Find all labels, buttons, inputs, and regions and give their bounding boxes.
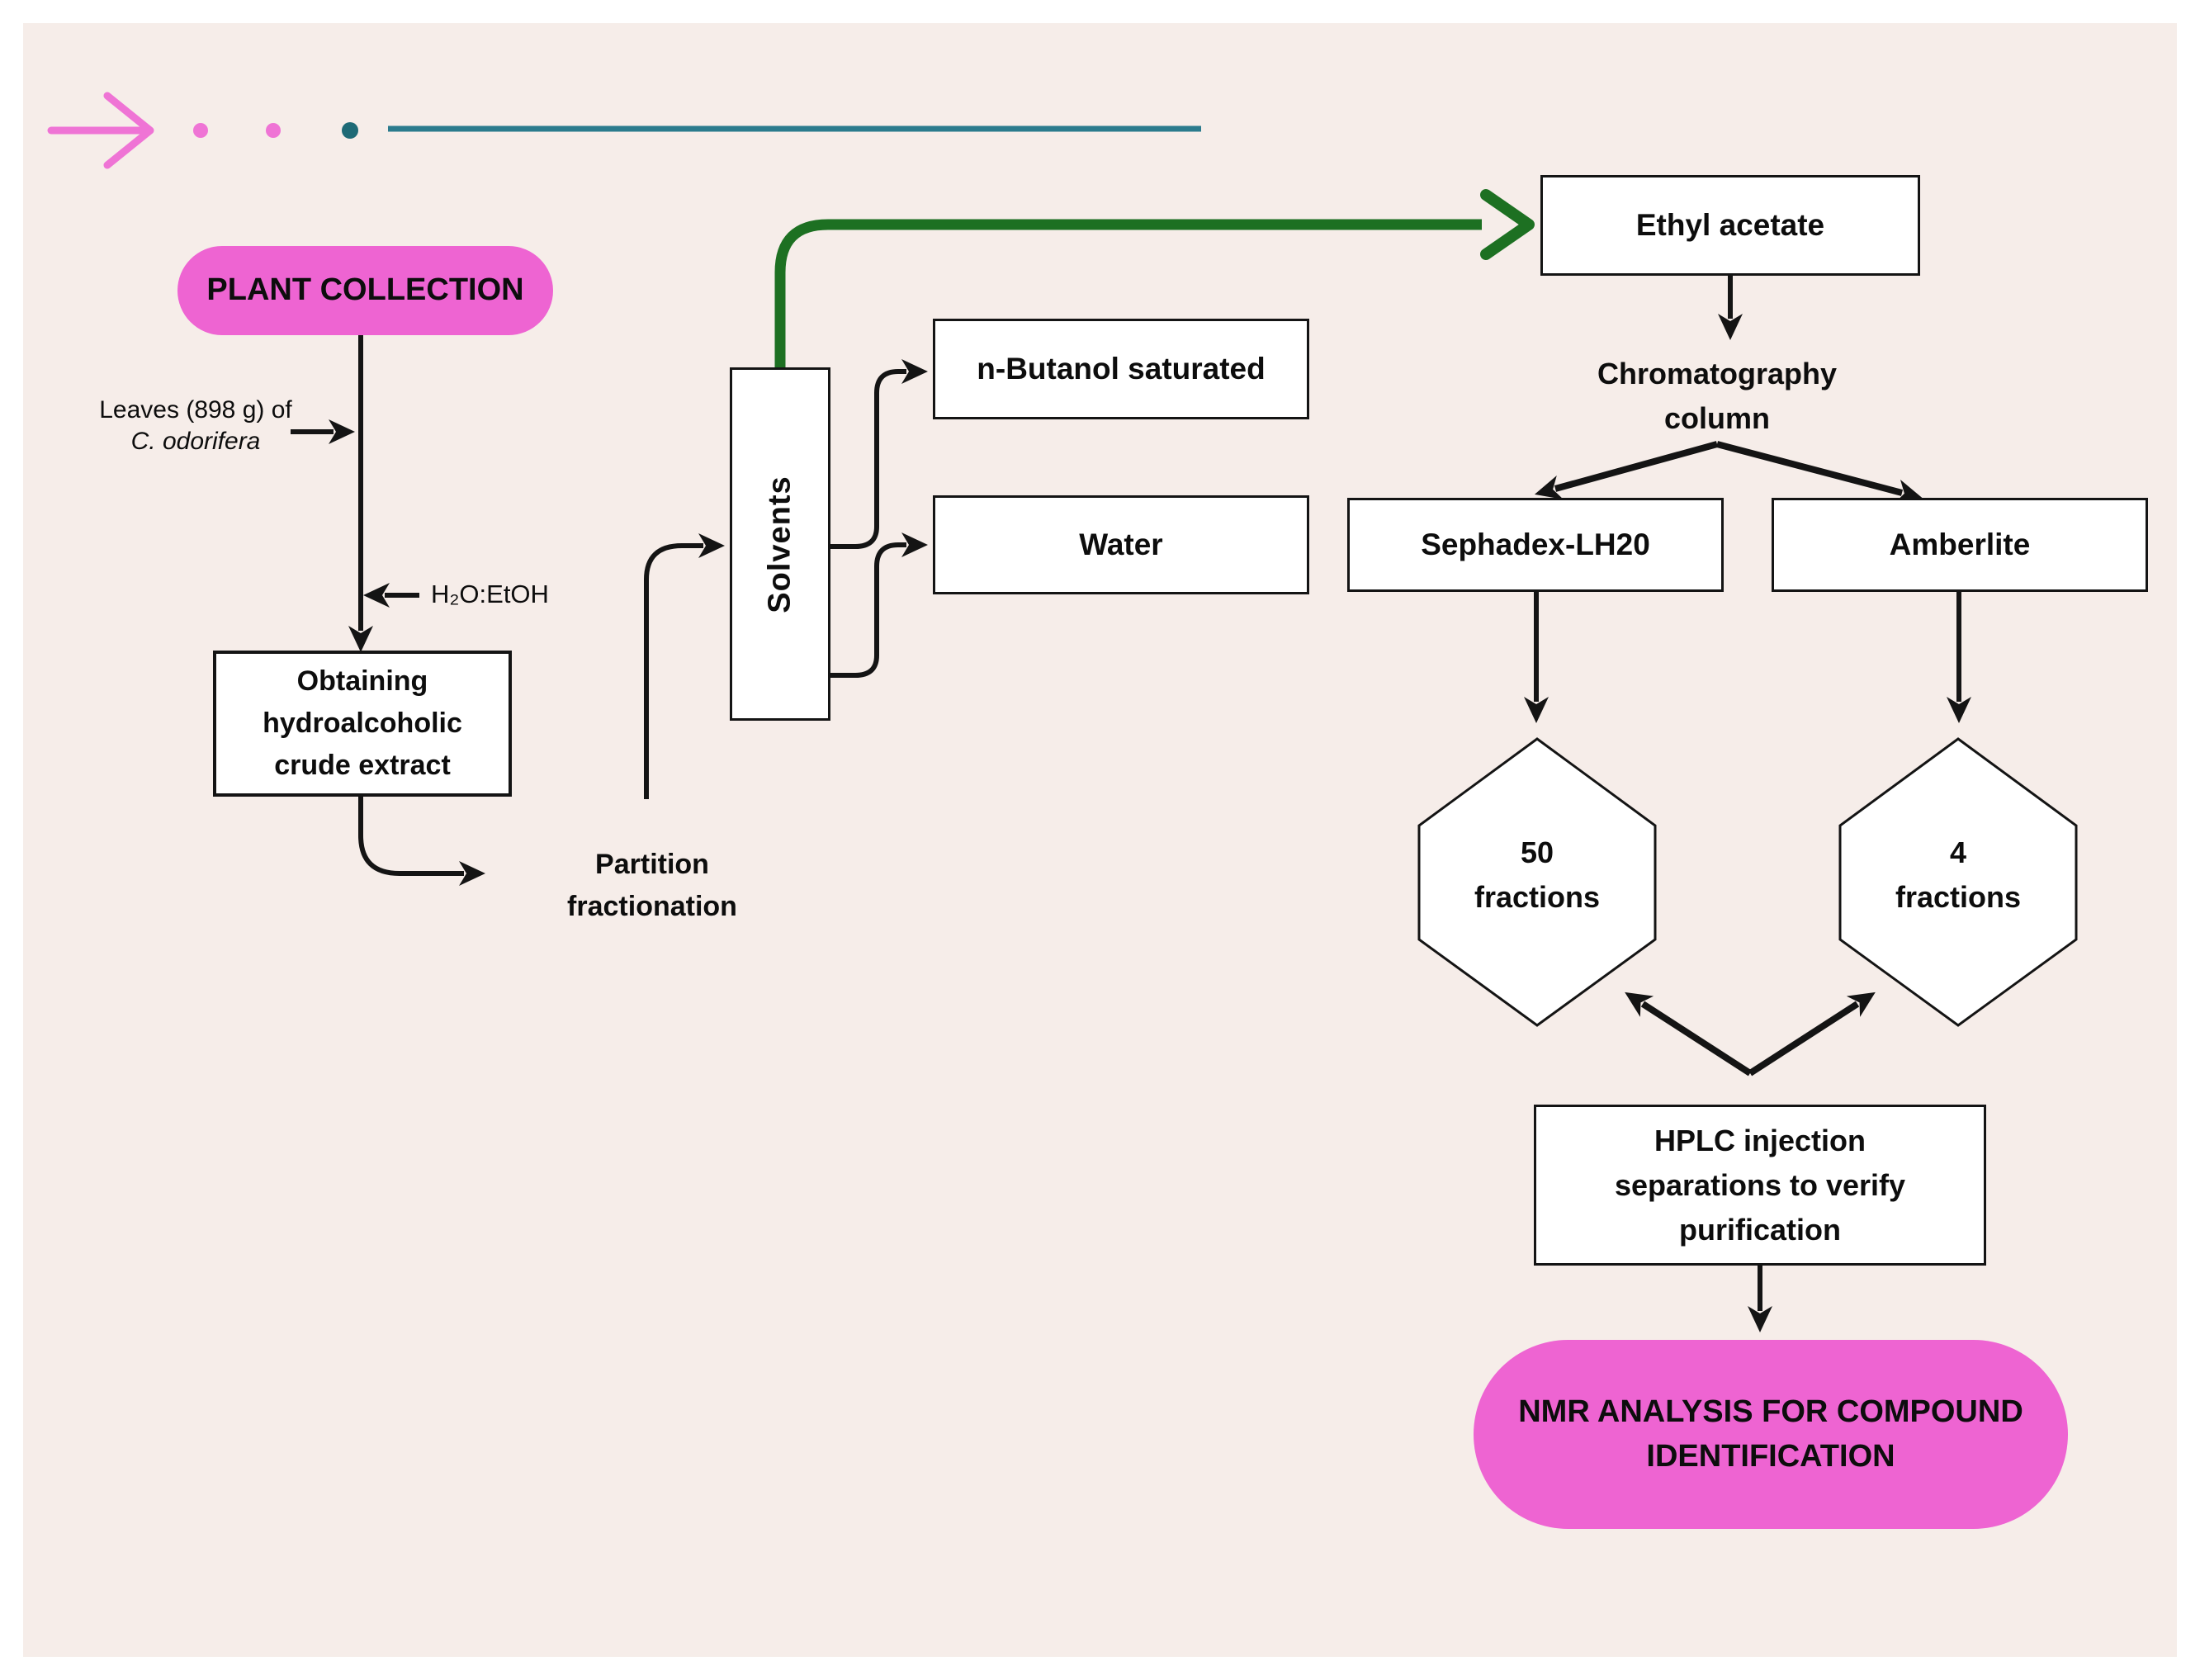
leaves-note-species: C. odorifera	[130, 427, 261, 455]
amberlite-fractions-label: 4 fractions	[1855, 831, 2061, 920]
hplc-line3: purification	[1679, 1212, 1841, 1247]
crude-extract-line2: hydroalcoholic	[263, 707, 462, 739]
start-terminal: PLANT COLLECTION	[177, 246, 553, 335]
decor-dot-teal	[342, 122, 358, 139]
partition-fractionation-label: Partition fractionation	[532, 844, 772, 928]
water-box: Water	[933, 495, 1309, 594]
partition-line1: Partition	[595, 849, 709, 880]
amberlite-box: Amberlite	[1772, 498, 2148, 592]
chromatography-column-label: Chromatography column	[1552, 352, 1882, 441]
sephadex-box: Sephadex-LH20	[1347, 498, 1724, 592]
nmr-terminal-line2: IDENTIFICATION	[1646, 1438, 1895, 1474]
water-label: Water	[1079, 528, 1163, 561]
decorative-header	[47, 92, 1201, 169]
nmr-terminal-line1: NMR ANALYSIS FOR COMPOUND	[1518, 1394, 2023, 1430]
crude-extract-box: Obtaining hydroalcoholic crude extract	[213, 651, 512, 797]
n-butanol-label: n-Butanol saturated	[977, 352, 1266, 386]
amberlite-label: Amberlite	[1889, 528, 2031, 561]
arrow-hplc-to-4-fractions	[1748, 991, 1876, 1077]
amberlite-fractions-hexagon	[1838, 737, 2078, 1027]
n-butanol-box: n-Butanol saturated	[933, 319, 1309, 419]
green-arrowhead-icon	[1480, 189, 1535, 260]
arrow-crude-to-partition	[358, 797, 485, 886]
crude-extract-line1: Obtaining	[296, 665, 428, 697]
hplc-line1: HPLC injection	[1654, 1123, 1866, 1157]
solvents-label: Solvents	[762, 475, 797, 613]
arrow-solvents-to-water	[830, 532, 928, 678]
ethyl-acetate-box: Ethyl acetate	[1540, 175, 1920, 276]
arrow-hplc-to-50-fractions	[1625, 991, 1753, 1077]
sephadex-fractions-count: 50	[1520, 835, 1554, 869]
arrow-solvents-to-ethyl-acetate-green	[774, 219, 1482, 369]
amberlite-fractions-count: 4	[1949, 835, 1967, 869]
arrow-partition-to-solvents	[644, 533, 725, 799]
arrow-chromatography-to-sephadex	[1534, 441, 1719, 499]
sephadex-label: Sephadex-LH20	[1421, 528, 1650, 561]
decor-dot-pink-1	[193, 123, 208, 138]
sephadex-fractions-hexagon	[1417, 737, 1657, 1027]
nmr-terminal: NMR ANALYSIS FOR COMPOUND IDENTIFICATION	[1474, 1340, 2068, 1529]
chromatography-line2: column	[1663, 401, 1770, 435]
hplc-line2: separations to verify	[1614, 1167, 1906, 1202]
ethyl-acetate-label: Ethyl acetate	[1635, 208, 1825, 242]
leaves-note: Leaves (898 g) of C. odorifera	[51, 395, 340, 457]
chromatography-line1: Chromatography	[1597, 357, 1838, 390]
arrow-chromatography-to-amberlite	[1715, 441, 1923, 504]
start-terminal-label: PLANT COLLECTION	[206, 272, 524, 308]
partition-line2: fractionation	[567, 891, 737, 922]
sephadex-fractions-word: fractions	[1474, 880, 1601, 914]
hplc-box: HPLC injection separations to verify pur…	[1534, 1105, 1986, 1266]
sephadex-fractions-label: 50 fractions	[1434, 831, 1640, 920]
decor-dot-pink-2	[266, 123, 281, 138]
decor-pink-arrow-icon	[103, 92, 154, 169]
solvents-box: Solvents	[730, 367, 830, 721]
amberlite-fractions-word: fractions	[1895, 880, 2022, 914]
crude-extract-line3: crude extract	[274, 750, 451, 781]
leaves-note-line1: Leaves (898 g) of	[99, 396, 292, 424]
solvent-ratio-note: H₂O:EtOH	[431, 580, 549, 608]
arrow-solvents-to-n-butanol	[830, 359, 928, 549]
